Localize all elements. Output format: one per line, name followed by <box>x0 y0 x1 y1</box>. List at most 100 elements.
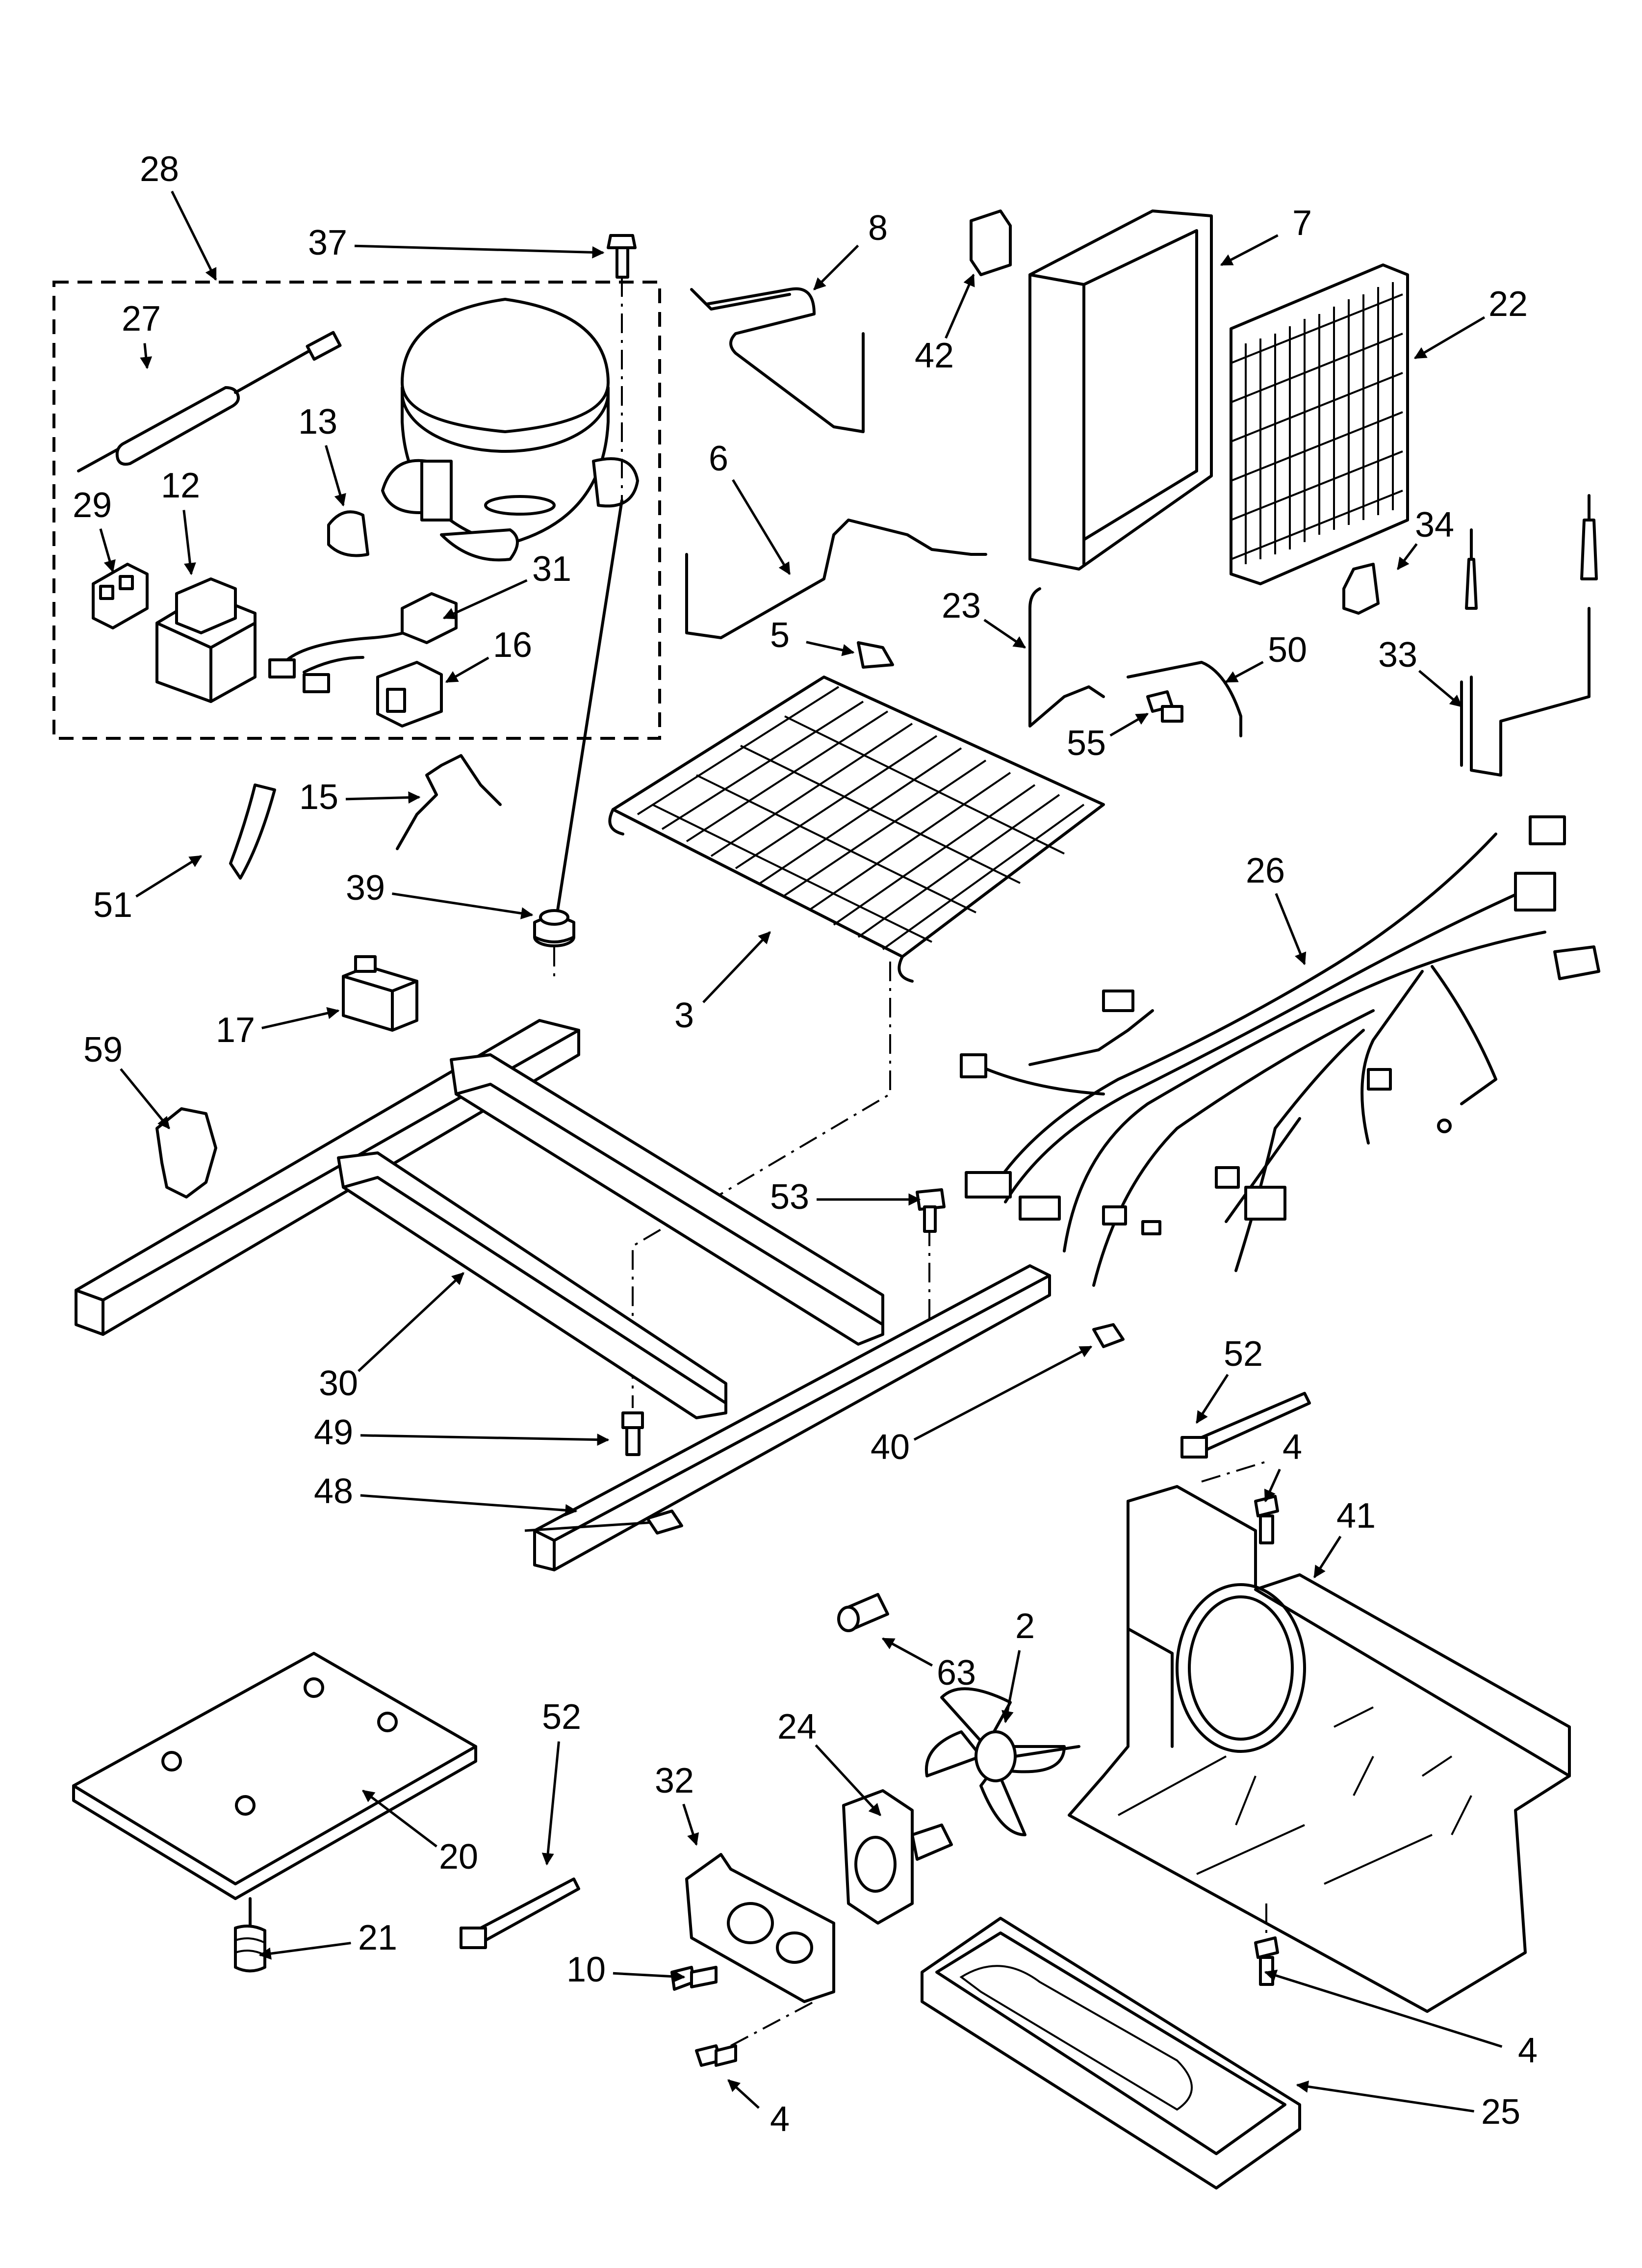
leader-line-c31 <box>442 579 528 620</box>
leader-line-c41 <box>1313 1536 1342 1579</box>
screw-4-right-part <box>1254 1936 1279 1986</box>
callout-c27: 27 <box>122 299 161 339</box>
callout-c28: 28 <box>140 150 179 189</box>
leader-line-c30 <box>358 1272 464 1372</box>
callout-c4c: 4 <box>770 2100 790 2139</box>
leader-line-c17 <box>261 1007 340 1030</box>
fan-motor-24-part <box>842 1789 953 1925</box>
clip-42-part <box>970 209 1012 276</box>
leader-line-c39 <box>392 892 534 919</box>
leader-line-c8 <box>813 244 859 290</box>
clip-13-part <box>327 510 369 557</box>
plug-63-part <box>837 1593 889 1632</box>
callout-c50: 50 <box>1268 630 1307 670</box>
screw-10-part <box>670 1966 718 1991</box>
leader-line-c6 <box>732 479 791 575</box>
clip-59-part <box>155 1107 217 1199</box>
callout-c25: 25 <box>1481 2092 1520 2132</box>
callout-c40: 40 <box>871 1428 910 1467</box>
bracket-34-part <box>1342 563 1380 615</box>
callout-c52a: 52 <box>1224 1334 1263 1374</box>
leader-line-c33 <box>1418 670 1462 707</box>
leader-line-c24 <box>815 1744 881 1816</box>
wire-15-part <box>396 754 502 850</box>
callout-c29: 29 <box>73 486 112 525</box>
wire-50-part <box>1127 661 1242 737</box>
leader-line-c50 <box>1225 661 1264 683</box>
leader-line-c42 <box>945 273 975 339</box>
bracket-32-part <box>685 1853 835 2003</box>
wire-31-part <box>268 592 458 693</box>
callout-c10: 10 <box>566 1950 606 1989</box>
leader-line-c27 <box>140 343 153 369</box>
callout-c39: 39 <box>346 868 385 908</box>
callout-c2: 2 <box>1015 1607 1035 1646</box>
leader-line-c52a <box>1195 1374 1229 1424</box>
tube-8-part <box>690 287 865 433</box>
hose-51-part <box>229 783 276 880</box>
leader-line-c55 <box>1109 712 1149 737</box>
leader-line-c59 <box>120 1068 170 1129</box>
frame-30-part <box>75 1019 884 1419</box>
callout-c48: 48 <box>314 1472 353 1511</box>
compressor-kit-boundary <box>52 281 661 740</box>
screw-53-part <box>916 1188 946 1233</box>
screw-4-upper-part <box>1254 1495 1279 1544</box>
base-41-part <box>1068 1485 1571 2013</box>
callout-c42: 42 <box>915 336 954 375</box>
leader-line-c12 <box>182 510 196 575</box>
leader-line-c25 <box>1296 2080 1474 2113</box>
evaporator-22-part <box>1230 263 1409 585</box>
leader-line-c16 <box>445 656 489 683</box>
callout-c8: 8 <box>868 209 888 248</box>
callout-c20: 20 <box>439 1837 478 1877</box>
leader-line-c13 <box>325 445 346 507</box>
callout-c31: 31 <box>532 549 571 589</box>
callout-c34: 34 <box>1415 505 1454 545</box>
compressor-part <box>381 298 639 562</box>
leader-line-c20 <box>362 1790 437 1848</box>
callout-c59: 59 <box>83 1030 123 1069</box>
callout-c3: 3 <box>674 996 694 1035</box>
leader-line-c49 <box>360 1434 610 1446</box>
screw-4-bottom-part <box>695 2044 737 2067</box>
tube-33-part <box>1460 494 1598 777</box>
callout-c51: 51 <box>93 886 132 925</box>
callout-c4a: 4 <box>1283 1428 1302 1467</box>
leader-line-c32 <box>682 1803 699 1846</box>
leader-line-c5 <box>806 641 855 656</box>
drain-pan-25-part <box>921 1917 1301 2190</box>
tube-6-part <box>685 519 987 639</box>
leader-line-c63 <box>881 1637 933 1667</box>
leader-line-c26 <box>1275 893 1307 965</box>
callout-c17: 17 <box>216 1011 255 1050</box>
pad-20-part <box>72 1652 477 1900</box>
callout-c26: 26 <box>1246 851 1285 890</box>
callout-c13: 13 <box>298 402 337 442</box>
relay-29-part <box>92 563 149 629</box>
rail-48-part <box>533 1264 1051 1571</box>
cable-tie-52-upper-part <box>1180 1392 1311 1459</box>
screw-49-part <box>621 1411 644 1456</box>
leader-line-c28 <box>171 190 217 281</box>
condenser-3-part <box>608 676 1105 983</box>
screw-55-part <box>1146 690 1183 723</box>
callout-c30: 30 <box>319 1364 358 1403</box>
callout-c55: 55 <box>1067 724 1106 763</box>
leader-line-c40 <box>913 1345 1093 1441</box>
wire-harness-26-part <box>960 815 1600 1287</box>
leader-line-c15 <box>345 791 421 804</box>
connector-17-part <box>342 955 418 1032</box>
leader-line-c29 <box>99 528 116 573</box>
leader-line-c10 <box>613 1970 686 1983</box>
screw-40-part <box>646 1323 1125 1535</box>
callout-c41: 41 <box>1336 1496 1376 1536</box>
overload-12-part <box>155 577 257 703</box>
callout-c24: 24 <box>777 1707 817 1747</box>
leader-line-c23 <box>983 619 1026 649</box>
leader-line-c48 <box>360 1494 578 1516</box>
callout-c16: 16 <box>493 626 532 665</box>
callout-c5: 5 <box>770 616 790 655</box>
fan-blade-2-part <box>924 1687 1080 1836</box>
